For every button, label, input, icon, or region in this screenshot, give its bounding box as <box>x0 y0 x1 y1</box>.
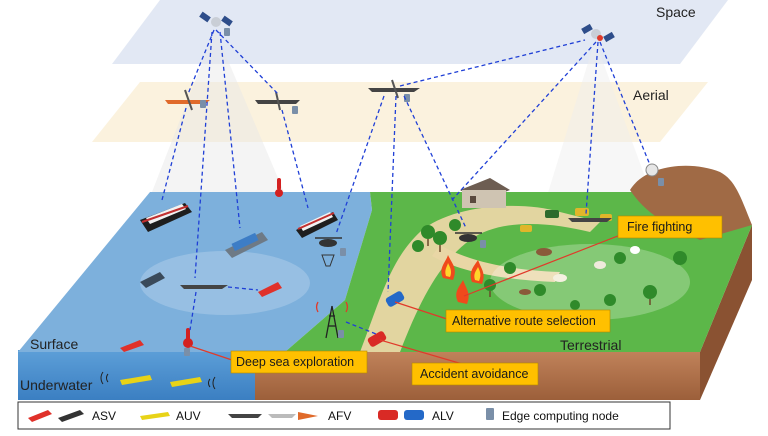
callout-alternative-route-text: Alternative route selection <box>452 314 596 328</box>
tugboat-icon <box>140 272 165 288</box>
legend-auv-icon <box>140 412 170 420</box>
sea-coverage <box>140 251 310 315</box>
callout-accident-avoidance-text: Accident avoidance <box>420 367 528 381</box>
trees <box>412 219 687 310</box>
farm-house <box>460 178 510 208</box>
legend-auv-label: AUV <box>176 409 201 423</box>
helicopter-land-icon <box>455 232 482 242</box>
satellite-dish-icon <box>645 163 659 177</box>
layer-label-space: Space <box>656 4 696 20</box>
edge-node-icons <box>184 28 664 356</box>
legend-alv-icon <box>378 410 424 420</box>
legend-edge-label: Edge computing node <box>502 409 619 423</box>
ferry-ship-icon <box>296 212 338 238</box>
animals <box>519 246 640 295</box>
layer-label-surface: Surface <box>30 336 78 352</box>
callout-fire-fighting-text: Fire fighting <box>627 220 692 234</box>
legend: ASV AUV AFV ALV Edge computing node <box>17 401 671 430</box>
alv-red-car-icon <box>367 331 387 347</box>
cell-tower-icon <box>316 301 348 339</box>
legend-asv-label: ASV <box>92 409 116 423</box>
legend-asv-icon <box>28 410 84 422</box>
satellite-icon-left <box>199 11 233 27</box>
underwater-block <box>18 350 255 400</box>
alv-blue-car-icon <box>385 291 405 307</box>
communication-links <box>161 29 651 335</box>
callout-deep-sea: Deep sea exploration <box>230 350 368 374</box>
aerial-layer-band <box>92 82 708 142</box>
callout-fire-fighting: Fire fighting <box>617 215 723 239</box>
legend-afv-label: AFV <box>328 409 351 423</box>
terrestrial-coverage <box>490 244 690 320</box>
road-branch <box>432 245 560 282</box>
callout-accident-avoidance: Accident avoidance <box>411 362 539 386</box>
satellite-icon-right <box>581 23 615 43</box>
legend-alv-label: ALV <box>432 409 454 423</box>
space-layer-band <box>112 0 728 64</box>
tree-trunks <box>427 239 651 305</box>
callout-deep-sea-text: Deep sea exploration <box>236 355 354 369</box>
thermometer-icon <box>275 178 283 197</box>
layer-label-aerial: Aerial <box>633 87 669 103</box>
legend-afv-icon <box>228 412 318 420</box>
buoy-icon <box>183 328 193 348</box>
asv-red-boat-icon-2 <box>120 340 144 352</box>
helicopter-icon <box>315 237 342 267</box>
uav-center-icon <box>368 79 420 99</box>
legend-edge-node-icon <box>486 408 494 420</box>
layer-label-underwater: Underwater <box>20 377 93 393</box>
cruise-ship-icon <box>140 203 192 232</box>
uav-fire-icon <box>568 218 612 222</box>
uav-grey-icon <box>255 91 300 111</box>
fire-icon <box>441 255 484 304</box>
callout-alternative-route: Alternative route selection <box>445 309 611 333</box>
auv-icon <box>100 371 216 390</box>
tractor-icons <box>520 208 612 232</box>
asv-red-boat-icon <box>258 282 282 297</box>
uav-orange-icon <box>165 89 210 111</box>
soil-side <box>700 225 752 400</box>
layer-label-terrestrial: Terrestrial <box>560 337 621 353</box>
container-ship-icon <box>225 232 268 258</box>
uav-sea-icon <box>180 285 228 289</box>
